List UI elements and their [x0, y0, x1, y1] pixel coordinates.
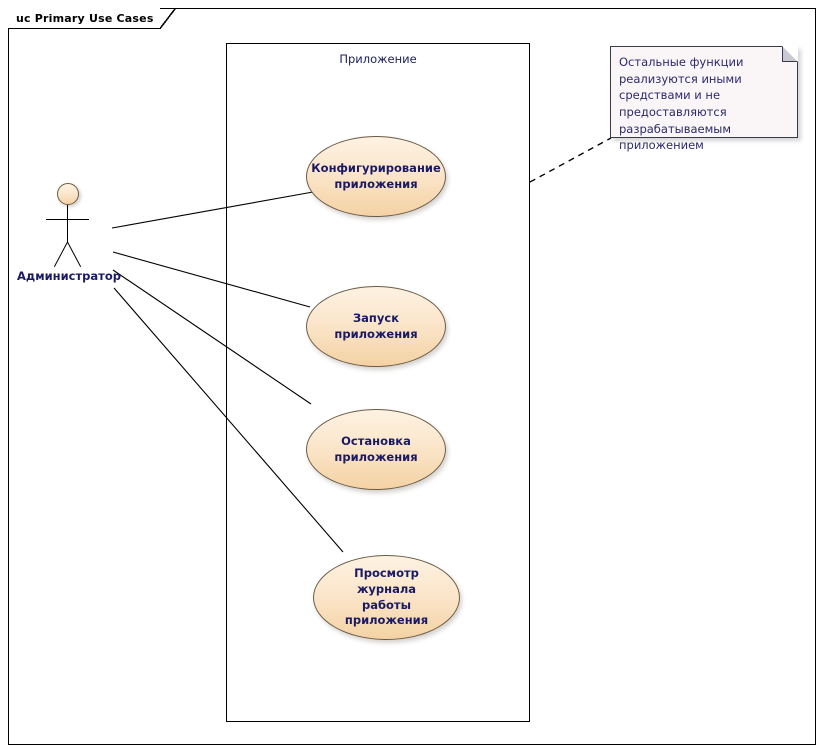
use-case-start-application[interactable]: Запуск приложения — [306, 286, 446, 367]
use-case-stop-application[interactable]: Остановка приложения — [306, 409, 446, 490]
note-box[interactable]: Остальные функции реализуются иными сред… — [610, 46, 798, 152]
actor-head-icon — [57, 183, 79, 205]
use-case-configure-application[interactable]: Конфигурирование приложения — [306, 136, 446, 217]
frame-tab-corner-icon — [159, 8, 176, 29]
frame-tab-label: uc Primary Use Cases — [16, 11, 154, 25]
frame-tab-body: uc Primary Use Cases — [8, 8, 160, 29]
system-boundary-label: Приложение — [339, 52, 417, 66]
diagram-frame-tab[interactable]: uc Primary Use Cases — [8, 8, 176, 29]
actor-left-leg-icon — [53, 241, 68, 267]
actor-body-icon — [67, 205, 68, 243]
use-case-label: Запуск приложения — [334, 310, 418, 341]
use-case-view-application-log[interactable]: Просмотр журнала работы приложения — [313, 555, 460, 640]
use-case-label: Остановка приложения — [334, 433, 418, 464]
use-case-label: Просмотр журнала работы приложения — [344, 566, 429, 628]
use-case-label: Конфигурирование приложения — [311, 160, 441, 191]
note-text: Остальные функции реализуются иными сред… — [619, 55, 744, 153]
actor-administrator[interactable]: Администратор — [17, 183, 121, 283]
actor-right-leg-icon — [67, 241, 82, 267]
actor-label: Администратор — [17, 269, 121, 283]
